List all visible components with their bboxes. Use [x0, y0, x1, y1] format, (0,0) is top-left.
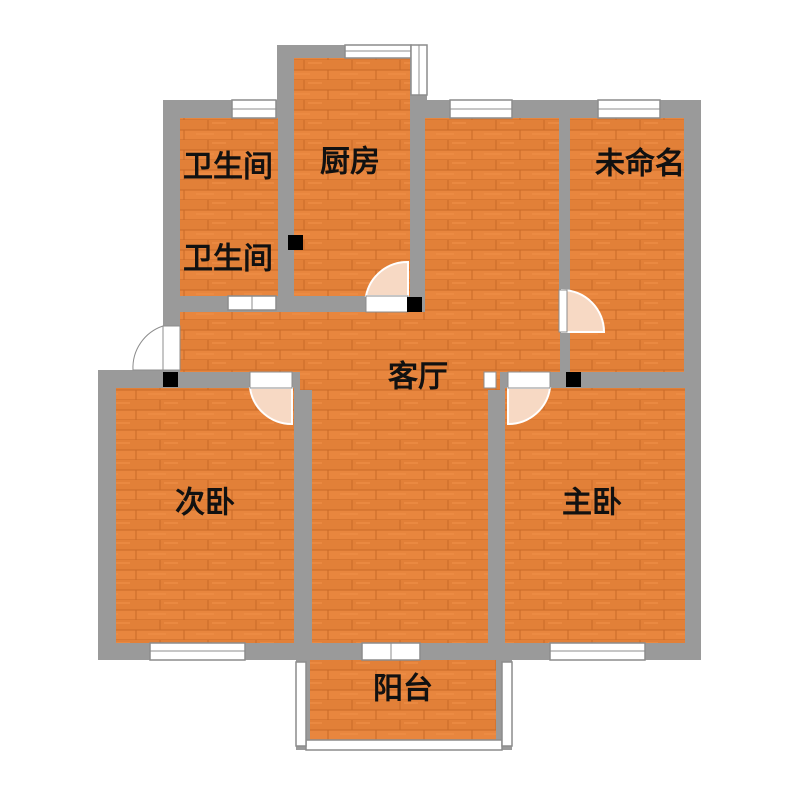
label-master-bedroom: 主卧	[562, 486, 622, 521]
doors	[132, 260, 606, 426]
window-balcony-right	[501, 661, 513, 747]
door-second-bedroom	[248, 387, 293, 426]
pillar-kitchen-right	[407, 297, 422, 312]
floors	[116, 58, 685, 740]
door-unnamed	[561, 288, 606, 333]
floor-balcony	[310, 660, 496, 740]
pillar-kitchen-left	[288, 235, 303, 250]
floor-corridor	[180, 312, 560, 372]
floor-bathroom-2	[180, 236, 278, 296]
pillars	[163, 235, 581, 387]
floor-second-bedroom	[116, 388, 294, 643]
door-entrance	[132, 325, 164, 371]
floor-living-lower	[312, 388, 488, 643]
windows	[149, 44, 661, 751]
opening-living-top	[300, 370, 500, 390]
label-kitchen: 厨房	[320, 145, 380, 180]
floor-master-bedroom	[505, 388, 685, 643]
label-second-bedroom: 次卧	[175, 486, 235, 521]
floor-kitchen	[294, 58, 410, 296]
label-unnamed: 未命名	[595, 147, 685, 182]
pillar-master	[566, 372, 581, 387]
label-living-room: 客厅	[388, 360, 448, 395]
label-bathroom-2: 卫生间	[183, 242, 273, 277]
window-balcony-bottom	[305, 739, 503, 751]
window-balcony-left	[295, 661, 307, 747]
floor-bathroom-1	[180, 118, 278, 236]
door-master-bedroom	[507, 387, 552, 426]
label-bathroom-1: 卫生间	[183, 150, 273, 185]
door-kitchen	[364, 260, 409, 297]
room-labels: 卫生间 卫生间 厨房 未命名 客厅 次卧 主卧 阳台	[175, 145, 685, 707]
pillar-entrance	[163, 372, 178, 387]
label-balcony: 阳台	[373, 672, 433, 707]
